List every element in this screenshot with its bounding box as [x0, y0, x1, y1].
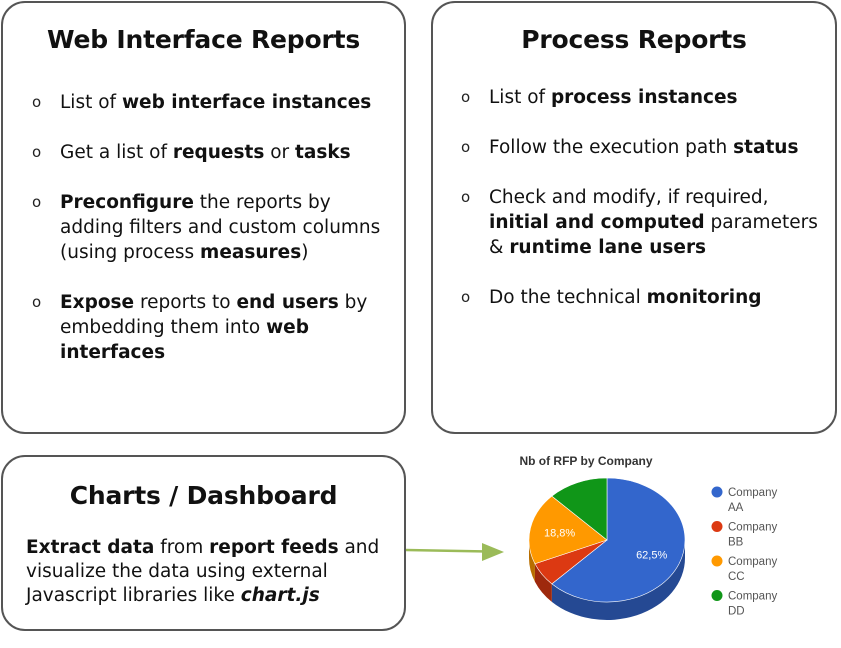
web-report-item-text: measures [200, 242, 302, 263]
process-report-item-text: runtime lane users [509, 237, 707, 258]
web-report-item: o Get a list of requests or tasks [32, 140, 390, 165]
pie-slice-label: 62,5% [636, 550, 667, 562]
process-report-item-text: List of [489, 87, 551, 108]
pie-slice-side [551, 540, 685, 620]
process-report-item-text: status [733, 137, 799, 158]
web-report-item-text: or [264, 142, 296, 163]
legend-swatch [711, 555, 723, 567]
web-report-item: o Preconfigure the reports by adding filt… [32, 190, 390, 265]
process-reports-panel: Process Reports o List of process instanc… [431, 1, 837, 434]
pie-slice [528, 495, 608, 565]
legend-label: BB [728, 537, 744, 549]
pie-slice [551, 477, 686, 603]
bullet-icon: o [461, 138, 471, 156]
process-report-item-text: initial and computed [489, 212, 705, 233]
bullet-icon: o [32, 293, 42, 311]
web-interface-reports-panel: Web Interface Reports o List of web inter… [1, 1, 406, 434]
web-report-item: o Expose reports to end users by embeddin… [32, 290, 390, 365]
web-report-item-text: Get a list of [60, 142, 173, 163]
rfp-pie-chart: Nb of RFP by Company 62,5%18,8% CompanyA… [519, 454, 777, 620]
arrow-right-icon [406, 543, 504, 561]
bullet-icon: o [461, 188, 471, 206]
web-report-item: o List of web interface instances [32, 90, 390, 115]
legend-label: CC [728, 571, 745, 583]
legend-label: Company [728, 522, 777, 534]
legend-swatch [711, 486, 723, 498]
process-report-item-text: parameters & [489, 212, 818, 258]
web-report-item-text: tasks [295, 142, 351, 163]
legend-swatch [711, 521, 723, 532]
web-report-item-text: the reports by adding filters and custom… [60, 192, 381, 263]
charts-dashboard-description: Extract data from report feeds and visua… [26, 536, 396, 608]
legend-label: Company [728, 487, 777, 499]
pie-slice [551, 477, 608, 541]
legend-label: Company [728, 591, 777, 603]
legend-label: AA [728, 502, 744, 514]
pie-slice-side [534, 563, 552, 602]
charts-description-text: report feeds [209, 537, 339, 558]
process-report-item: o List of process instances [461, 85, 829, 110]
charts-dashboard-title: Charts / Dashboard [69, 481, 338, 510]
bullet-icon: o [32, 193, 42, 211]
web-report-item-text: web interface instances [121, 92, 372, 113]
bullet-icon: o [32, 143, 42, 161]
process-report-item-text: Follow the execution path [489, 137, 734, 158]
process-report-item-text: Check and modify, if required, [489, 187, 769, 208]
process-report-item-text: Do the technical [489, 287, 647, 308]
charts-description-text: from [154, 537, 210, 558]
process-report-item: o Check and modify, if required, initial … [461, 185, 829, 260]
web-report-item-text: requests [172, 142, 265, 163]
legend-label: DD [728, 606, 745, 618]
charts-description-text: and visualize the data using external Ja… [26, 537, 380, 606]
web-report-item-text: reports to [134, 292, 237, 313]
web-report-item-text: List of [60, 92, 122, 113]
process-report-item-text: process instances [550, 87, 738, 108]
charts-dashboard-panel: Charts / Dashboard Extract data from rep… [1, 455, 406, 631]
web-interface-reports-title: Web Interface Reports [46, 25, 361, 54]
process-report-item: o Follow the execution path status [461, 135, 829, 160]
bullet-icon: o [461, 88, 471, 106]
web-report-item-text: web interfaces [60, 317, 309, 363]
pie-slice-side [529, 540, 535, 582]
legend-swatch [711, 590, 723, 601]
pie-slice-label: 18,8% [544, 528, 575, 540]
web-report-item-text: Preconfigure [60, 192, 194, 213]
web-report-item-text: by embedding them into [60, 292, 368, 338]
process-report-item: o Do the technical monitoring [461, 285, 829, 310]
process-reports-title: Process Reports [521, 25, 747, 54]
legend-label: Company [728, 556, 777, 568]
web-report-item-text: Expose [60, 292, 135, 313]
web-report-item-text: ) [301, 242, 309, 263]
charts-description-text: chart.js [240, 585, 320, 606]
bullet-icon: o [461, 288, 471, 306]
web-report-item-text: end users [236, 292, 339, 313]
charts-description-text: Extract data [26, 537, 155, 558]
chart-title: Nb of RFP by Company [519, 454, 652, 468]
process-report-item-text: monitoring [646, 287, 762, 308]
bullet-icon: o [32, 93, 42, 111]
